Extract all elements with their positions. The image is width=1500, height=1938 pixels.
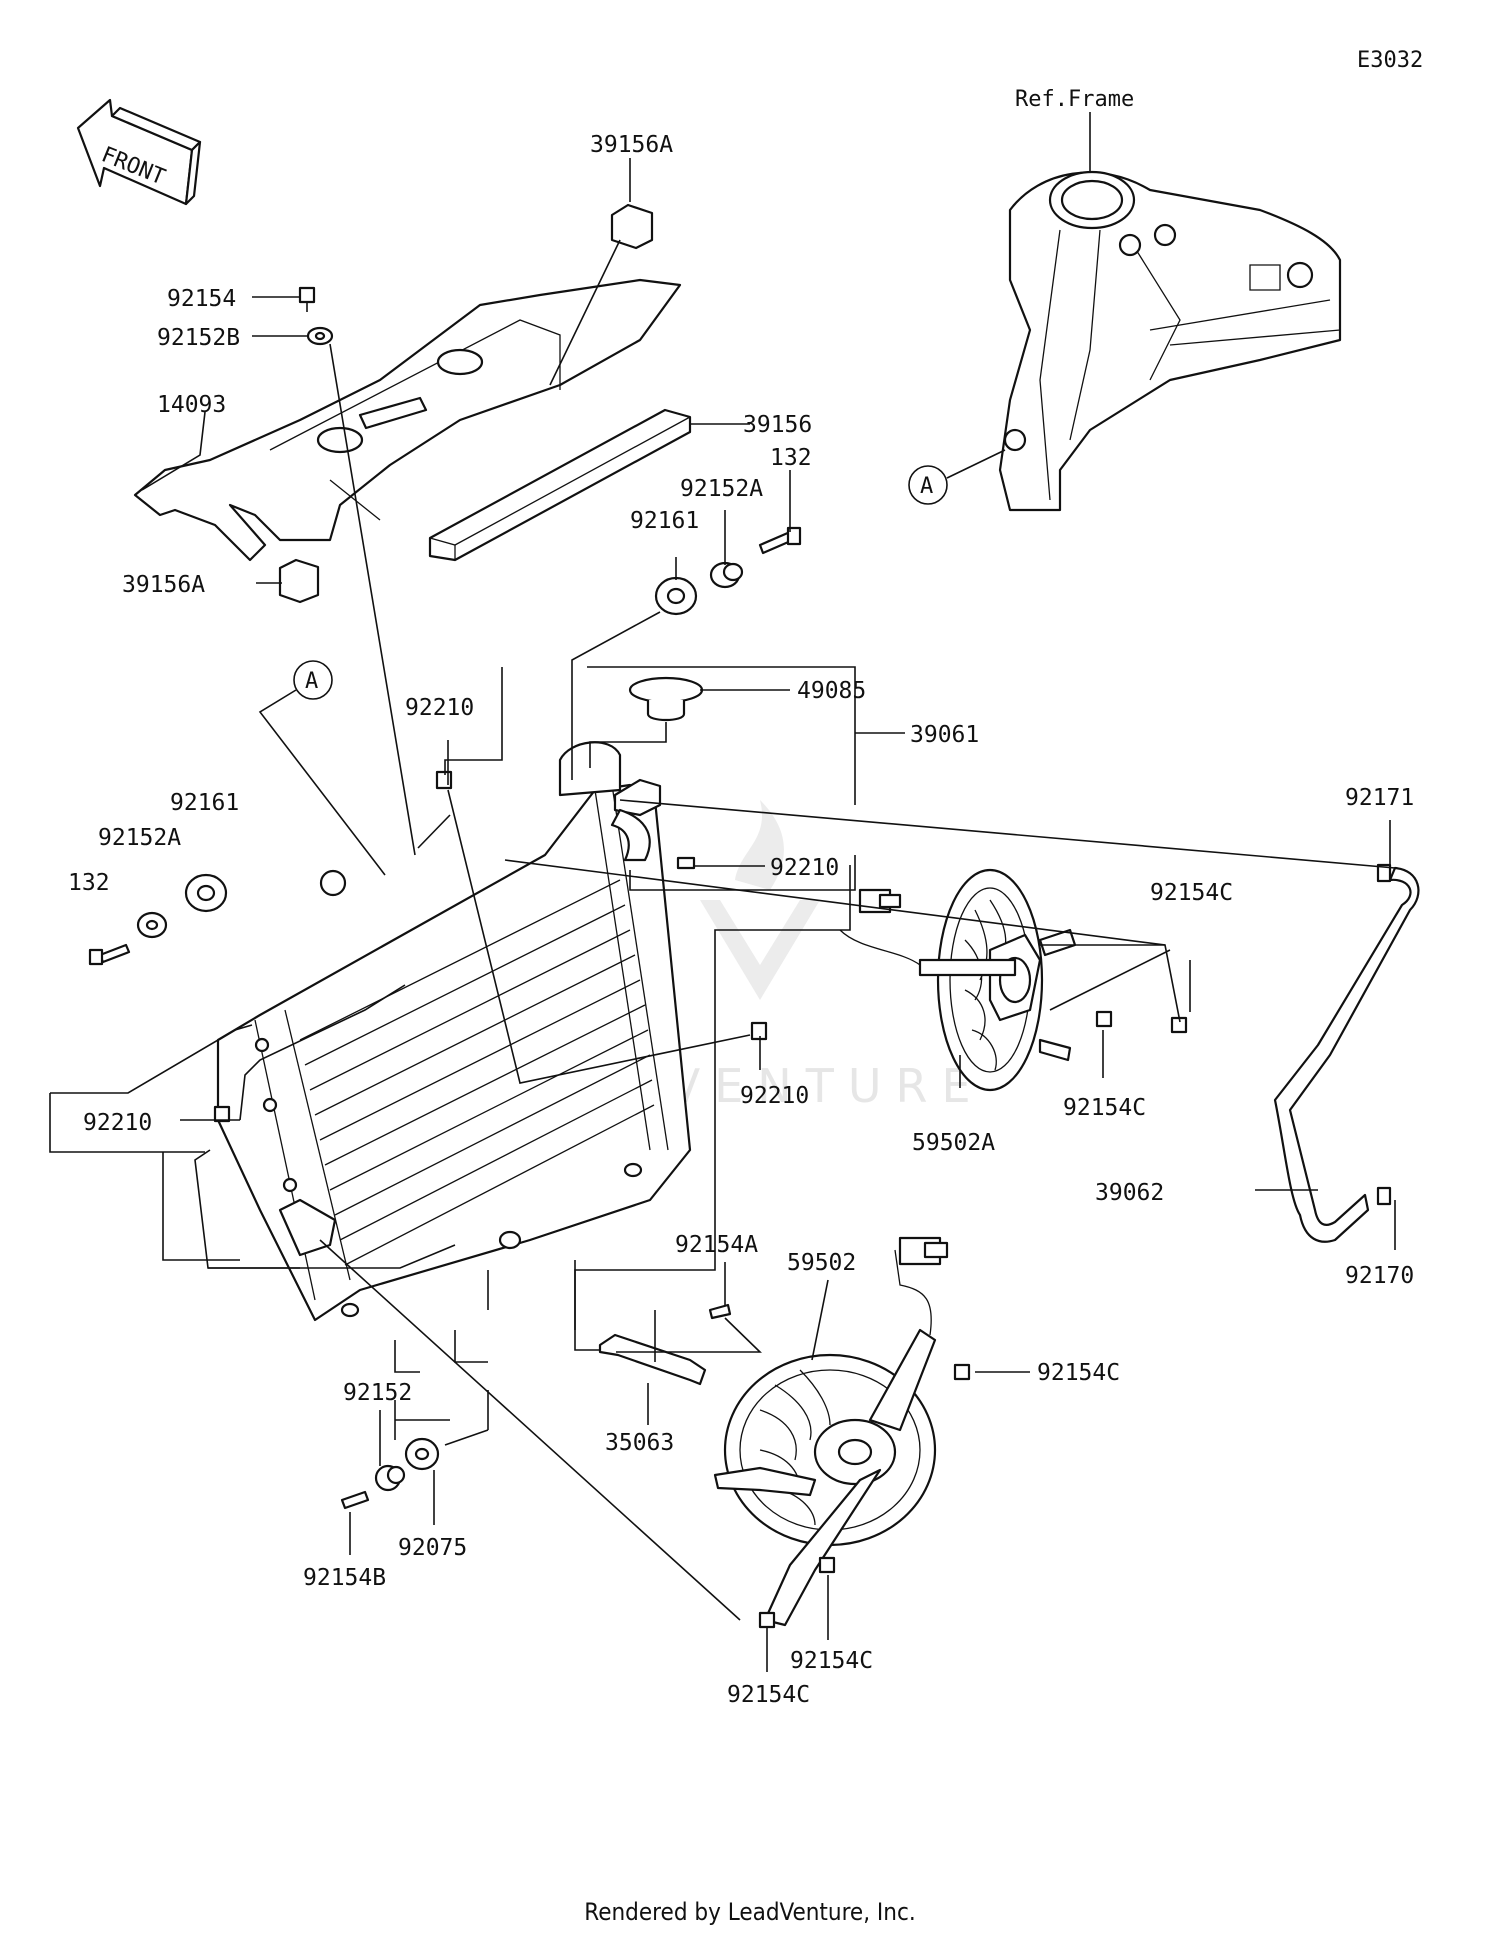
label-92170: 92170 (1345, 1263, 1414, 1289)
label-92154C-e: 92154C (727, 1682, 810, 1708)
label-92152A-top: 92152A (680, 476, 763, 502)
part-labels: 39156A 92154 92152B 14093 39156 132 9215… (68, 132, 1414, 1708)
label-92171: 92171 (1345, 785, 1414, 811)
bolt-92154C-d-part (818, 1556, 836, 1574)
label-39156A-top: 39156A (590, 132, 673, 158)
label-92154C-d: 92154C (790, 1648, 873, 1674)
washer-92152B-part (306, 326, 334, 346)
ref-frame-drawing: Ref.Frame (998, 87, 1342, 512)
label-92152: 92152 (343, 1380, 412, 1406)
collar-92152-part (374, 1464, 406, 1492)
front-arrow-icon: FRONT (76, 98, 202, 206)
bolt-132-top-part (758, 526, 802, 555)
label-92154C-b: 92154C (1063, 1095, 1146, 1121)
collar-92152A-top-part (709, 561, 744, 589)
label-39156A-left: 39156A (122, 572, 205, 598)
diagram-code: E3032 (1357, 48, 1423, 73)
label-92210-a: 92210 (405, 695, 474, 721)
label-14093: 14093 (157, 392, 226, 418)
label-92161-top: 92161 (630, 508, 699, 534)
ref-marker-a-left: A (258, 660, 386, 876)
fan-59502-part (713, 1236, 949, 1627)
label-39061: 39061 (910, 722, 979, 748)
fan-59502A-part (839, 868, 1077, 1092)
collar-92152A-left-part (136, 911, 168, 939)
bolt-92154C-b-part (1095, 1010, 1113, 1028)
label-92075: 92075 (398, 1535, 467, 1561)
leader-lines (49, 158, 1396, 1672)
label-92154: 92154 (167, 286, 236, 312)
label-92161-left: 92161 (170, 790, 239, 816)
upper-cover-part (133, 278, 682, 562)
radiator-cap-part (628, 676, 704, 722)
stay-35063-part (598, 1333, 707, 1386)
label-92154C-c: 92154C (1037, 1360, 1120, 1386)
bolt-92154A-part (708, 1303, 732, 1320)
grommet-92161-top-part (654, 576, 698, 616)
label-59502: 59502 (787, 1250, 856, 1276)
label-92210-b: 92210 (770, 855, 839, 881)
ref-marker-a-upper: A (908, 449, 1006, 505)
radiator-fins (299, 879, 655, 1266)
label-92210-c: 92210 (740, 1083, 809, 1109)
label-49085: 49085 (797, 678, 866, 704)
label-92154B: 92154B (303, 1565, 386, 1591)
hose-39062-part (1273, 863, 1420, 1243)
bolt-92154-part (298, 286, 316, 312)
label-132-top: 132 (770, 445, 812, 471)
pad-top-part (610, 203, 654, 250)
bolt-92154B-part (340, 1490, 370, 1510)
label-132-left: 132 (68, 870, 110, 896)
grommet-92075-part (404, 1437, 440, 1471)
ref-frame-label: Ref.Frame (1015, 87, 1134, 112)
label-92154C-a: 92154C (1150, 880, 1233, 906)
label-92154A: 92154A (675, 1232, 758, 1258)
bolt-132-left-part (88, 943, 131, 966)
label-92210-d: 92210 (83, 1110, 152, 1136)
grommet-92161-left-part (184, 873, 228, 913)
pad-left-part (278, 558, 320, 604)
radiator-part (216, 741, 692, 1322)
label-39062: 39062 (1095, 1180, 1164, 1206)
label-92152A-left: 92152A (98, 825, 181, 851)
footer-credit: Rendered by LeadVenture, Inc. (584, 1898, 916, 1926)
bolt-92154C-c-part (953, 1363, 971, 1381)
bolt-92154C-e-part (758, 1611, 776, 1629)
foam-strip-part (428, 408, 692, 562)
label-59502A: 59502A (912, 1130, 995, 1156)
label-92152B: 92152B (157, 325, 240, 351)
svg-text:A: A (305, 669, 318, 694)
label-35063: 35063 (605, 1430, 674, 1456)
svg-text:A: A (920, 474, 933, 499)
label-39156: 39156 (743, 412, 812, 438)
